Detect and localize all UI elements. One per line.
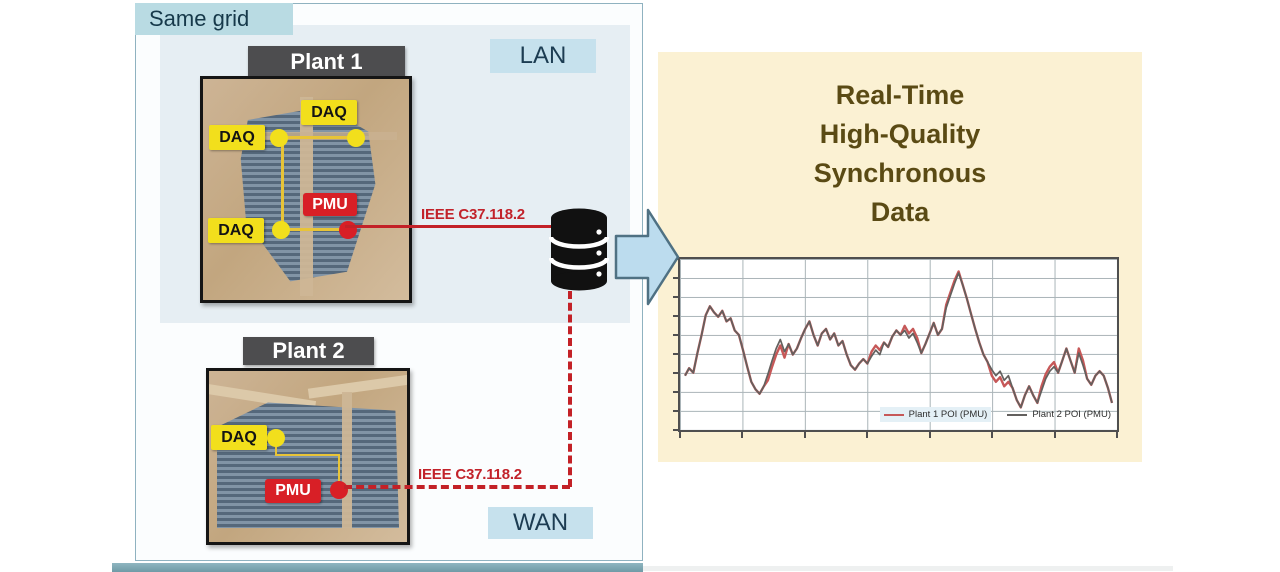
x-axis-tick	[803, 432, 806, 438]
y-axis-tick	[673, 314, 679, 317]
plant1-daq-node-dot	[347, 129, 365, 147]
y-axis-tick	[673, 371, 679, 374]
legend-label-plant2: Plant 2 POI (PMU)	[1032, 409, 1111, 420]
plant2-daq-wire-horizontal	[275, 454, 340, 456]
plant1-daq-left-label: DAQ	[209, 125, 265, 150]
bottom-teal-bar	[112, 563, 643, 572]
same-grid-label: Same grid	[135, 3, 293, 35]
y-axis-tick	[673, 333, 679, 336]
y-axis-tick	[673, 391, 679, 393]
plant1-satellite-image: DAQ DAQ DAQ PMU	[200, 76, 412, 303]
plant2-daq-label: DAQ	[211, 425, 267, 450]
right-arrow-icon	[614, 208, 680, 306]
result-title: Real-Time High-Quality Synchronous Data	[658, 76, 1142, 232]
wan-link-line-horizontal	[344, 485, 570, 489]
plant2-daq-wire-vertical	[338, 454, 340, 490]
y-axis-tick	[673, 295, 679, 298]
plant2-title: Plant 2	[243, 337, 374, 365]
plant2-road	[341, 391, 352, 529]
x-axis-tick	[866, 432, 869, 438]
plant2-daq-node-dot	[267, 429, 285, 447]
legend-swatch-plant2	[1007, 413, 1028, 416]
y-axis-tick	[673, 409, 679, 412]
database-icon	[549, 208, 609, 291]
x-axis-tick	[679, 432, 681, 438]
x-axis-tick	[1116, 432, 1118, 438]
plant2-road-ridge	[307, 373, 407, 399]
chart-plot-area	[683, 270, 1114, 409]
result-title-line: Synchronous	[813, 158, 987, 188]
legend-swatch-plant1	[883, 413, 904, 416]
plant2-daq-wire-stub	[275, 445, 277, 455]
lan-protocol-label: IEEE C37.118.2	[421, 206, 525, 223]
result-title-line: Real-Time	[835, 80, 965, 110]
plant1-daq-node-dot	[270, 129, 288, 147]
plant1-pmu-wire	[281, 228, 348, 231]
plant1-daq-wire-vertical	[281, 137, 284, 230]
wan-link-line-vertical	[568, 291, 572, 487]
x-axis-tick	[1053, 432, 1056, 438]
y-axis-tick	[673, 353, 679, 355]
plant1-daq-bottom-label: DAQ	[208, 218, 264, 243]
x-axis-tick	[741, 432, 744, 438]
y-axis-tick	[673, 429, 679, 431]
plant1-pmu-node-dot	[339, 221, 357, 239]
x-axis-tick	[928, 432, 931, 438]
wan-protocol-label: IEEE C37.118.2	[418, 466, 522, 483]
bottom-faint-bar	[643, 566, 1173, 571]
wan-label: WAN	[488, 507, 593, 539]
chart-legend: Plant 1 POI (PMU) Plant 2 POI (PMU)	[879, 407, 1111, 422]
legend-item-plant2: Plant 2 POI (PMU)	[1007, 409, 1111, 420]
plant2-solar-panel-field	[216, 402, 400, 529]
plant2-pmu-label: PMU	[265, 479, 321, 503]
y-axis-tick	[673, 276, 679, 279]
plant1-title: Plant 1	[248, 46, 405, 77]
legend-item-plant1: Plant 1 POI (PMU)	[879, 407, 992, 422]
plant1-pmu-label: PMU	[303, 193, 357, 216]
lan-label: LAN	[490, 39, 596, 73]
plant1-daq-wire-horizontal	[279, 136, 356, 139]
plant1-daq-node-dot	[272, 221, 290, 239]
result-title-line: Data	[870, 197, 930, 227]
result-title-line: High-Quality	[819, 119, 981, 149]
plant1-daq-top-label: DAQ	[301, 100, 357, 125]
x-axis-tick	[991, 432, 994, 438]
lan-link-line	[345, 225, 558, 228]
legend-label-plant1: Plant 1 POI (PMU)	[908, 409, 988, 420]
plant2-satellite-image: DAQ PMU	[206, 368, 410, 545]
pmu-line-chart: Plant 1 POI (PMU) Plant 2 POI (PMU)	[673, 257, 1119, 438]
plant2-pmu-node-dot	[330, 481, 348, 499]
